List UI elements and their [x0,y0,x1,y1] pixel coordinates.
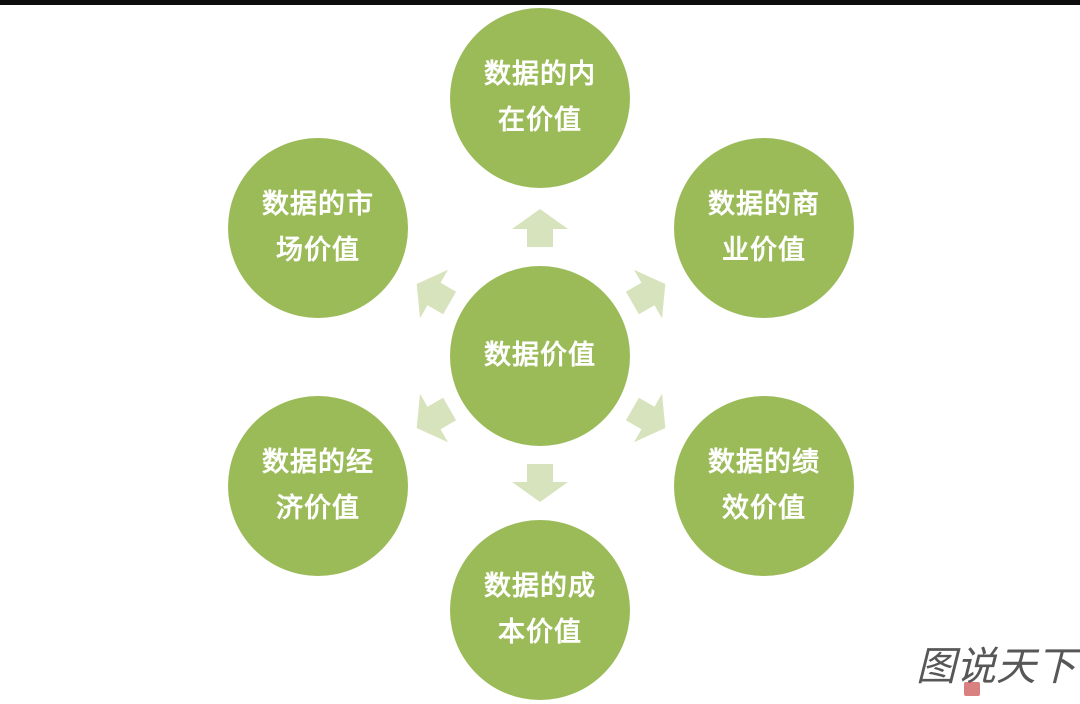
arrow-to-market [416,269,457,319]
node-cost-value: 数据的成 本价值 [450,520,630,700]
arrow-to-economic [416,393,457,443]
arrow-to-performance [625,393,666,443]
node-economic-value: 数据的经 济价值 [228,396,408,576]
watermark-logo: 图说天下 [916,644,1080,696]
node-performance-value: 数据的绩 效价值 [674,396,854,576]
arrow-to-intrinsic [512,209,568,247]
node-business-line-1: 数据的商 [708,189,820,220]
node-cost-line-1: 数据的成 [484,571,596,602]
node-performance-line-1: 数据的绩 [708,447,820,478]
node-market-line-2: 场价值 [276,235,360,266]
node-intrinsic-line-2: 在价值 [498,105,582,136]
node-intrinsic-line-1: 数据的内 [484,59,596,90]
node-economic-line-1: 数据的经 [262,447,374,478]
node-market-value: 数据的市 场价值 [228,138,408,318]
node-economic-line-2: 济价值 [276,493,360,524]
node-business-line-2: 业价值 [722,235,806,266]
node-market-line-1: 数据的市 [262,189,374,220]
watermark-seal-icon [964,682,980,696]
node-cost-line-2: 本价值 [498,617,582,648]
arrow-to-cost [512,464,568,502]
watermark-text: 图说天下 [916,644,1080,690]
top-bar [0,0,1080,5]
node-performance-line-2: 效价值 [722,493,806,524]
node-business-value: 数据的商 业价值 [674,138,854,318]
arrow-to-business [625,269,666,319]
center-node-label: 数据价值 [484,340,596,371]
center-node: 数据价值 [450,266,630,446]
node-intrinsic-value: 数据的内 在价值 [450,8,630,188]
